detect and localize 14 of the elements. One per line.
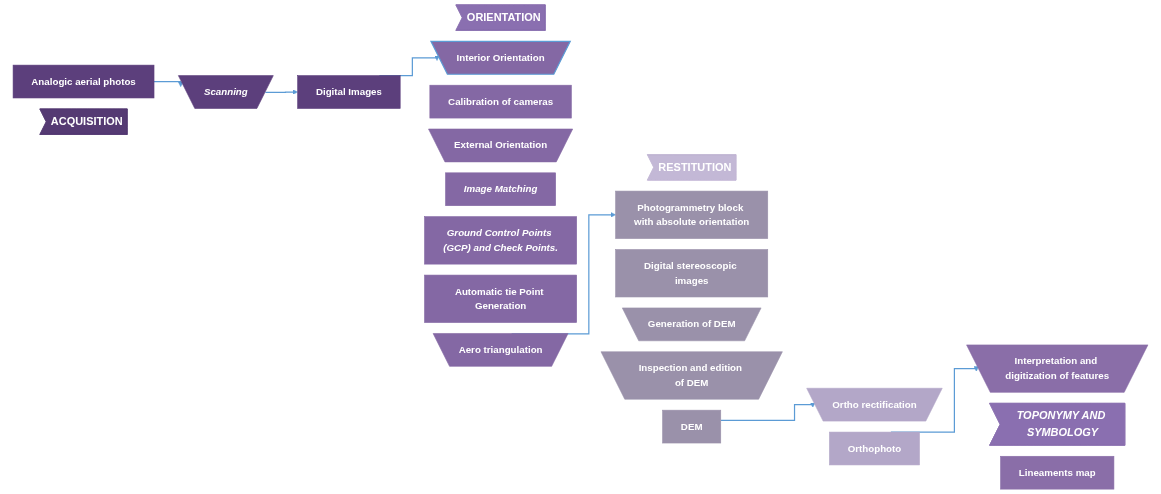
node-box: Analogic aerial photos (12, 64, 155, 99)
arrow (720, 402, 816, 422)
node-box: Lineaments map (1000, 455, 1115, 490)
node-box: DEM (662, 409, 722, 444)
arrow (264, 89, 298, 95)
node-box: Digital stereoscopic images (615, 249, 769, 298)
node-box: Ground Control Points (GCP) and Check Points. (424, 216, 577, 265)
node-box: Orthophoto (829, 431, 920, 466)
arrow (153, 80, 184, 87)
node-box: Photogrammetry block with absolute orientation (615, 190, 769, 239)
node-box: Image Matching (445, 172, 556, 206)
node-box: Digital Images (297, 75, 401, 109)
node-box: Automatic tie Point Generation (424, 274, 577, 323)
node-box: Calibration of cameras (429, 84, 572, 119)
